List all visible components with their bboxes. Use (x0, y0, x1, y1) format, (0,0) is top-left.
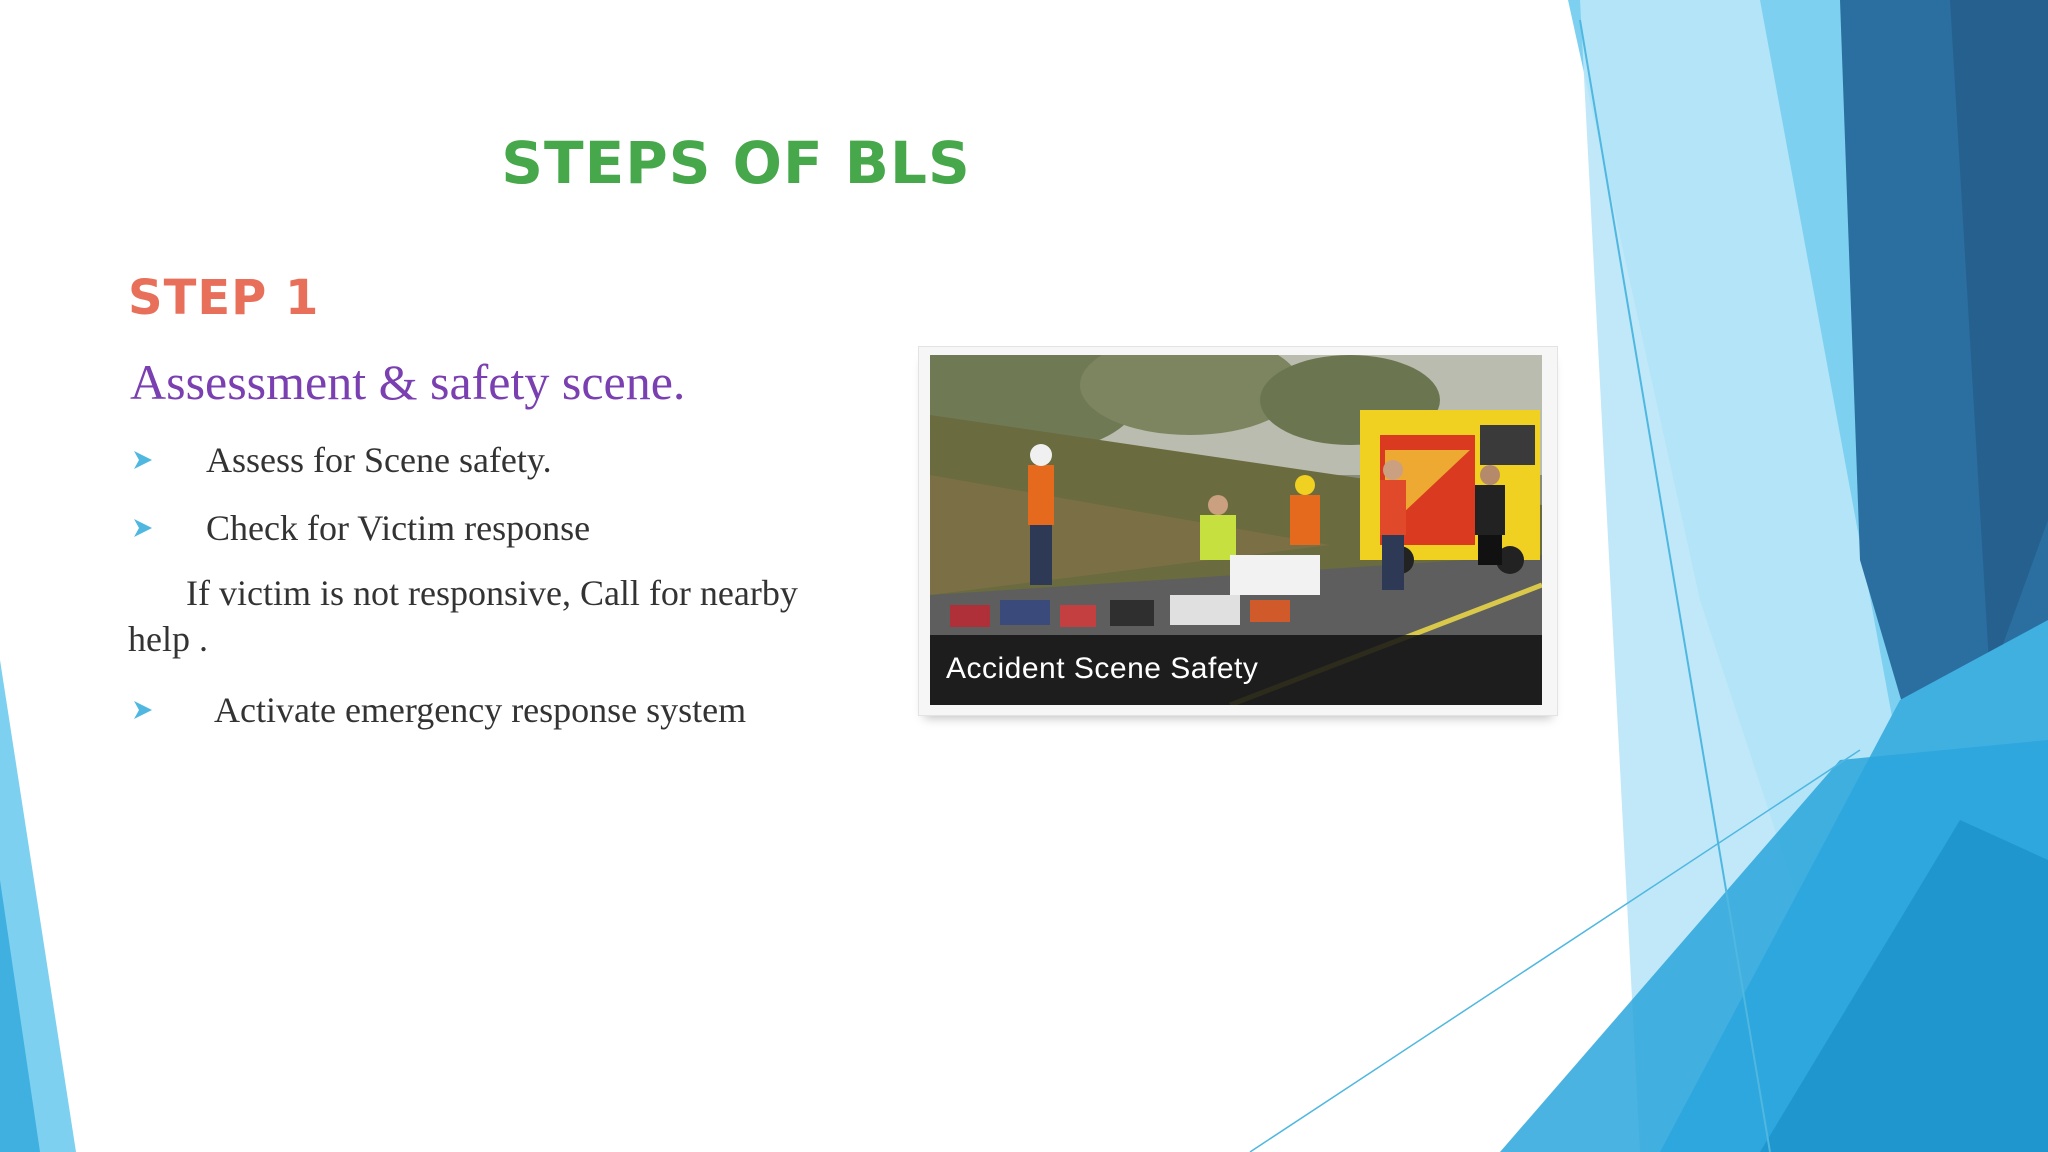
step-heading: STEP 1 (128, 270, 320, 326)
arrow-bullet-icon (134, 451, 152, 469)
decor-line-2 (1249, 749, 1861, 1152)
photo-frame: Accident Scene Safety (918, 346, 1558, 716)
arrow-bullet-icon (134, 519, 152, 537)
bullet-text: Activate emergency response system (214, 690, 747, 730)
decor-shard-bottom-mid (1760, 820, 2048, 1152)
decor-shard-navy (1950, 0, 2048, 680)
bullet-item: Check for Victim response (128, 506, 590, 550)
decor-shard-left-dark (0, 880, 40, 1152)
photo-caption: Accident Scene Safety (946, 652, 1259, 685)
step-subtitle: Assessment & safety scene. (130, 354, 686, 410)
decor-line-1 (1579, 19, 1771, 1152)
bullet-item: Assess for Scene safety. (128, 438, 552, 482)
bullet-item: Activate emergency response system (128, 688, 746, 732)
bullet-text: Assess for Scene safety. (206, 440, 552, 480)
slide-title: STEPS OF BLS (501, 129, 971, 197)
bullet-text: Check for Victim response (206, 508, 591, 548)
photo-caption-bar: Accident Scene Safety (930, 635, 1542, 705)
arrow-bullet-icon (134, 701, 152, 719)
accident-scene-photo: Accident Scene Safety (930, 355, 1542, 705)
instruction-paragraph: If victim is not responsive, Call for ne… (128, 573, 798, 659)
